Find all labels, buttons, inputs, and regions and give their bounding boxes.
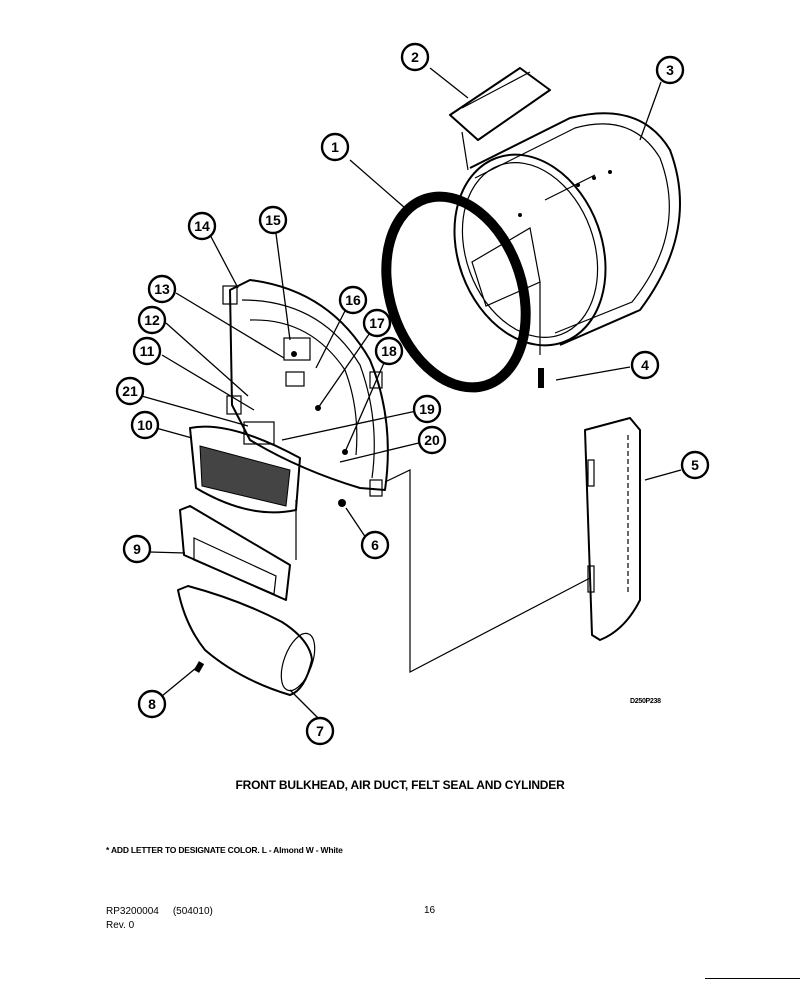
- callout-11: 11: [132, 336, 162, 366]
- svg-text:20: 20: [424, 432, 440, 448]
- svg-text:17: 17: [369, 315, 385, 331]
- callout-4: 4: [630, 350, 660, 380]
- callout-3: 3: [655, 55, 685, 85]
- callout-16: 16: [338, 285, 368, 315]
- svg-text:10: 10: [137, 417, 153, 433]
- callout-6: 6: [360, 530, 390, 560]
- screw-drawing: [538, 368, 544, 388]
- page-title: FRONT BULKHEAD, AIR DUCT, FELT SEAL AND …: [235, 778, 565, 792]
- callout-17: 17: [362, 308, 392, 338]
- callout-15: 15: [258, 205, 288, 235]
- drawing-code: D250P238: [630, 698, 661, 705]
- svg-text:3: 3: [666, 62, 674, 78]
- callout-8: 8: [137, 689, 167, 719]
- corner-divider: [705, 978, 800, 979]
- svg-text:6: 6: [371, 537, 379, 553]
- svg-text:4: 4: [641, 357, 649, 373]
- duct-lower-drawing: [177, 585, 316, 696]
- color-note: * ADD LETTER TO DESIGNATE COLOR. L - Alm…: [106, 845, 343, 855]
- front-panel-drawing: [384, 417, 641, 673]
- footer-part-line: RP3200004 (504010): [106, 905, 213, 919]
- page-number: 16: [424, 905, 436, 916]
- svg-text:21: 21: [122, 383, 138, 399]
- svg-text:12: 12: [144, 312, 160, 328]
- callout-2: 2: [400, 42, 430, 72]
- part-number: RP3200004: [106, 906, 159, 917]
- svg-text:1: 1: [331, 139, 339, 155]
- callout-18: 18: [374, 336, 404, 366]
- callout-9: 9: [122, 534, 152, 564]
- svg-text:19: 19: [419, 401, 435, 417]
- leader-lines: [137, 67, 682, 719]
- callout-7: 7: [305, 716, 335, 746]
- callout-5: 5: [680, 450, 710, 480]
- svg-text:15: 15: [265, 212, 281, 228]
- svg-text:18: 18: [381, 343, 397, 359]
- cylinder-drawing: [453, 112, 681, 355]
- screw-6-drawing: [338, 499, 346, 507]
- callout-1: 1: [320, 132, 350, 162]
- revision-code: (504010): [172, 906, 213, 917]
- callout-19: 19: [412, 394, 442, 424]
- svg-text:14: 14: [194, 218, 210, 234]
- svg-text:7: 7: [316, 723, 324, 739]
- felt-seal-drawing: [381, 191, 531, 393]
- air-duct-drawing: [179, 500, 297, 601]
- callout-20: 20: [417, 425, 447, 455]
- rev-label: Rev. 0: [106, 920, 135, 931]
- svg-text:11: 11: [140, 343, 155, 359]
- callout-13: 13: [147, 274, 177, 304]
- svg-text:13: 13: [154, 281, 170, 297]
- svg-text:2: 2: [411, 49, 419, 65]
- svg-text:8: 8: [148, 696, 156, 712]
- callout-21: 21: [115, 376, 145, 406]
- callout-12: 12: [137, 305, 167, 335]
- screw-8-drawing: [193, 661, 205, 673]
- front-bulkhead-drawing: [222, 279, 389, 497]
- callout-14: 14: [187, 211, 217, 241]
- footer-left: RP3200004 (504010) Rev. 0: [106, 905, 213, 933]
- exploded-parts-diagram: 1 2 3 4 5 6 7 8 9 10 11 12 13 14 15 16 1…: [115, 42, 710, 746]
- svg-text:5: 5: [691, 457, 699, 473]
- callout-10: 10: [130, 410, 160, 440]
- svg-text:9: 9: [133, 541, 141, 557]
- duct-bracket-drawing: [449, 67, 551, 171]
- svg-text:16: 16: [345, 292, 361, 308]
